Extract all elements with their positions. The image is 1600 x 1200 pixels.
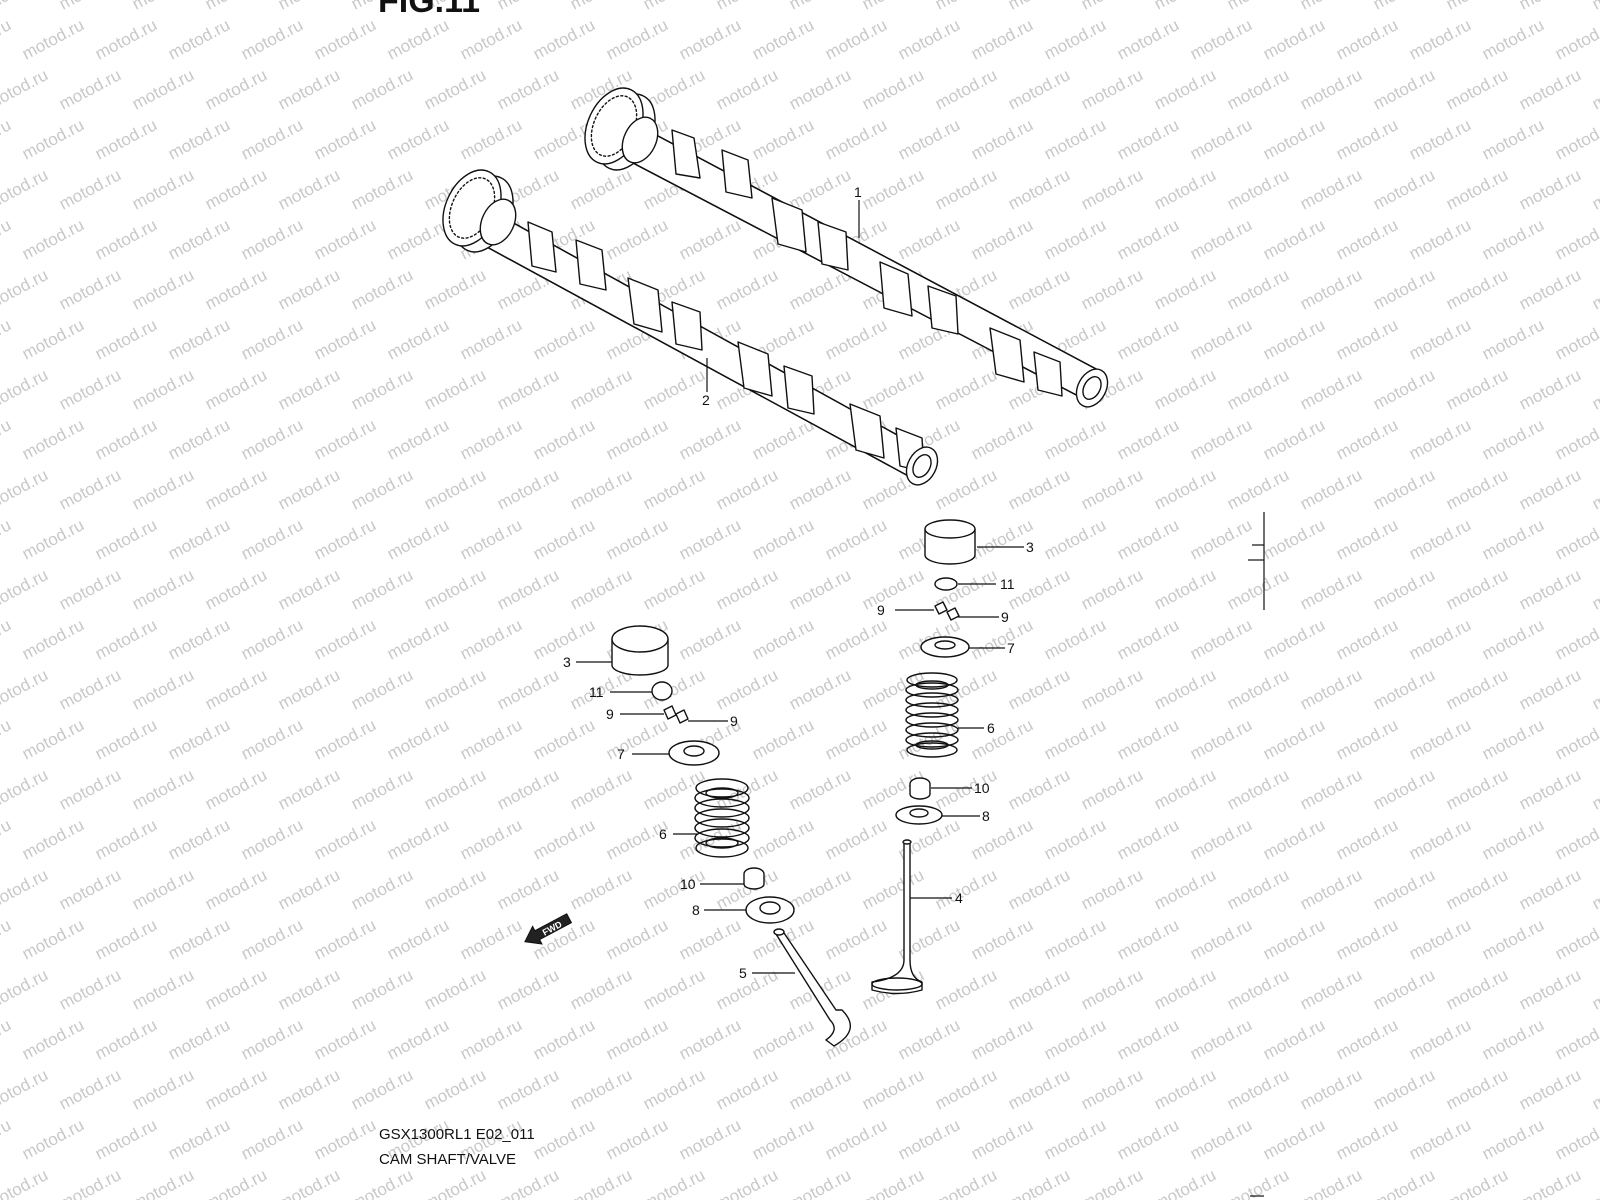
registration-mark: [1248, 512, 1265, 610]
callout-4: 4: [955, 890, 963, 906]
callout-10-left: 10: [680, 876, 696, 892]
callout-2: 2: [702, 392, 710, 408]
callout-8-left: 8: [692, 902, 700, 918]
callout-7-right: 7: [1007, 640, 1015, 656]
valve-stack-right: 3 11 9 9 7: [871, 519, 1034, 995]
callout-1: 1: [854, 184, 862, 200]
valve-stack-left: 3 11 9 9 7: [563, 625, 851, 1047]
section-name-caption: CAM SHAFT/VALVE: [379, 1151, 516, 1168]
callout-5: 5: [739, 965, 747, 981]
figure-title: FIG.11: [378, 0, 480, 20]
camshaft-1: 1: [584, 87, 1109, 408]
callout-9-left-a: 9: [606, 706, 614, 722]
callout-11-right: 11: [1000, 576, 1015, 592]
callout-9-left-b: 9: [730, 713, 738, 729]
callout-10-right: 10: [974, 780, 990, 796]
model-code-caption: GSX1300RL1 E02_011: [379, 1126, 535, 1143]
callout-11-left: 11: [589, 684, 604, 700]
camshaft-2: 2: [442, 169, 939, 486]
callout-3-left: 3: [563, 654, 571, 670]
callout-9-right-a: 9: [877, 602, 885, 618]
callout-6-right: 6: [987, 720, 995, 736]
callout-8-right: 8: [982, 808, 990, 824]
forward-direction-arrow: FWD: [524, 913, 573, 945]
callout-7-left: 7: [617, 746, 625, 762]
callout-9-right-b: 9: [1001, 609, 1009, 625]
callout-6-left: 6: [659, 826, 667, 842]
callout-3-right: 3: [1026, 539, 1034, 555]
